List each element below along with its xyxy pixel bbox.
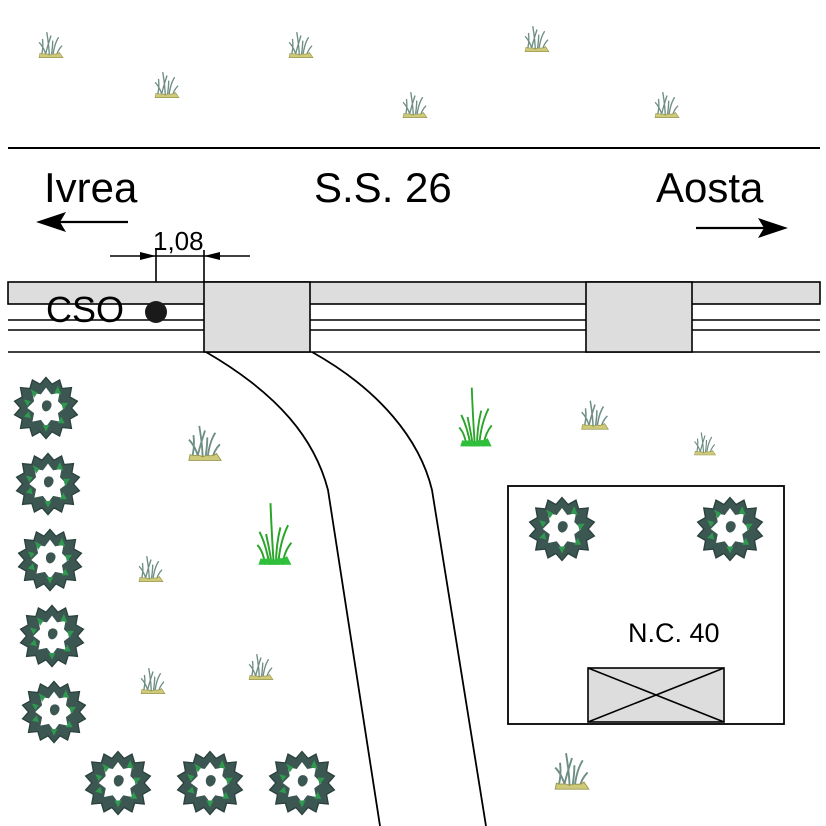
shrub-row-south (84, 750, 336, 816)
building-cross-icon (587, 667, 725, 723)
side-road (205, 351, 487, 826)
shrub-icon (176, 750, 244, 816)
lane-strip (7, 281, 821, 353)
dimension-value: 1,08 (153, 226, 204, 256)
building-label: N.C. 40 (628, 618, 720, 648)
grass-tuft-icon (288, 31, 314, 59)
grass-tuft-icon (654, 91, 680, 119)
arrow-left-icon (36, 212, 128, 232)
grass-tuft-icon (154, 71, 180, 99)
shrub-icon (13, 376, 79, 440)
shrub-row-west (13, 376, 87, 744)
grass-tuft-icon (402, 91, 428, 119)
cso-point-icon (145, 301, 167, 323)
shrub-icon (268, 750, 336, 816)
shrub-icon (19, 604, 85, 668)
shrub-icon (17, 528, 83, 592)
grass-tuft-icon (554, 752, 590, 791)
grass-tuft-icon (693, 431, 717, 456)
grass-tuft-icon (186, 423, 224, 463)
road-name-label: S.S. 26 (314, 164, 452, 211)
west-destination-label: Ivrea (44, 164, 138, 211)
grass-tuft-icon (138, 555, 164, 583)
grass-tuft-icon (248, 653, 274, 681)
grass-tuft-green-icon (457, 386, 494, 448)
arrow-right-icon (696, 218, 788, 238)
cso-label: CSO (46, 289, 124, 330)
crossing-block-west (203, 281, 311, 353)
grass-tuft-icon (524, 25, 550, 53)
grass-tuft-icon (38, 31, 64, 59)
shrub-icon (84, 750, 152, 816)
shrub-icon (21, 680, 87, 744)
shrub-icon (15, 452, 81, 516)
east-destination-label: Aosta (656, 164, 764, 211)
parcel-nc-40: N.C. 40 (507, 485, 785, 725)
dimension-annotation: 1,08 (110, 226, 250, 310)
grass-tuft-icon (580, 399, 610, 431)
grass-tuft-green-icon (255, 501, 293, 567)
crossing-block-east (585, 281, 693, 353)
north-field-grass (38, 25, 680, 119)
grass-tuft-icon (140, 667, 166, 695)
